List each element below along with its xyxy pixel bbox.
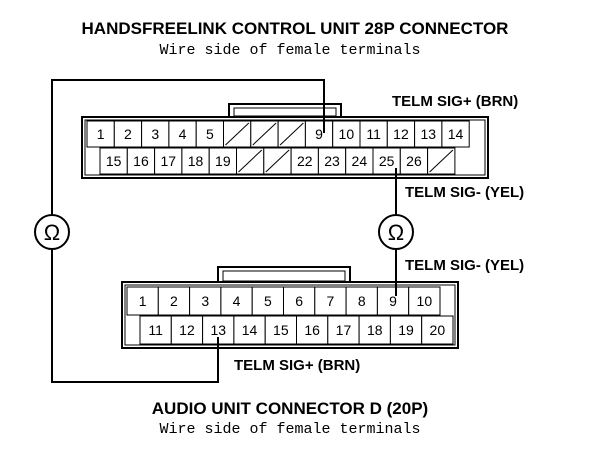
bottom-pin-r2-8-label: 18	[367, 322, 383, 338]
top-pin-r1-3-label: 3	[151, 126, 159, 142]
top-pin-r1-9-label: 9	[315, 126, 323, 142]
top-pin-r2-1-cell	[99, 147, 128, 175]
label-top-sig-plus: TELM SIG+ (BRN)	[392, 93, 518, 110]
top-pin-r2-10-cell	[345, 147, 374, 175]
bottom-pin-r2-5-cell	[264, 315, 298, 345]
top-pin-r2-2-cell	[126, 147, 156, 175]
bottom-pin-r2-6-label: 16	[304, 322, 320, 338]
top-pin-r1-2-label: 2	[124, 126, 132, 142]
top-pin-r2-6-blocked-mark	[238, 149, 263, 173]
top-pin-r2-3-label: 17	[160, 153, 176, 169]
top-pin-r1-6-blocked-mark	[225, 122, 250, 146]
label-top-sig-minus: TELM SIG- (YEL)	[405, 184, 524, 201]
top-pin-r2-9-label: 23	[324, 153, 340, 169]
top-pin-r1-10-cell	[332, 120, 361, 148]
bottom-pin-r1-5-label: 5	[264, 293, 272, 309]
top-pin-r1-12-label: 12	[393, 126, 409, 142]
top-pin-r2-5-label: 19	[215, 153, 231, 169]
label-bottom-sig-plus: TELM SIG+ (BRN)	[234, 357, 360, 374]
top-pin-r1-3-cell	[141, 120, 170, 148]
bottom-pin-r1-6-label: 6	[295, 293, 303, 309]
top-pin-r1-11-label: 11	[366, 126, 381, 142]
bottom-pin-r1-10-cell	[408, 286, 441, 316]
bottom-pin-r1-2-cell	[157, 286, 191, 316]
top-pin-r2-9-cell	[317, 147, 347, 175]
top-connector-title: HANDSFREELINK CONTROL UNIT 28P CONNECTOR	[82, 19, 509, 38]
top-pin-r2-4-label: 18	[188, 153, 204, 169]
top-pin-r1-13-label: 13	[420, 126, 436, 142]
bottom-pin-r2-10-label: 20	[430, 322, 446, 338]
bottom-pin-r1-4-cell	[220, 286, 253, 316]
lead-top-sig-plus	[51, 79, 325, 214]
top-connector-subtitle: Wire side of female terminals	[159, 42, 420, 59]
bottom-pin-r2-1-cell	[139, 315, 172, 345]
bottom-pin-r2-5-label: 15	[273, 322, 289, 338]
bottom-pin-r2-7-label: 17	[336, 322, 352, 338]
bottom-pin-r1-1-label: 1	[139, 293, 147, 309]
bottom-pin-r1-1-cell	[126, 286, 159, 316]
top-pin-r2-11-label: 25	[379, 153, 395, 169]
bottom-pin-r2-4-cell	[233, 315, 266, 345]
bottom-connector-title: AUDIO UNIT CONNECTOR D (20P)	[152, 399, 428, 418]
bottom-pin-r2-7-cell	[327, 315, 360, 345]
bottom-pin-r2-10-cell	[421, 315, 454, 345]
bottom-pin-r1-4-label: 4	[233, 293, 241, 309]
top-pin-r2-12-label: 26	[406, 153, 422, 169]
label-bottom-sig-minus: TELM SIG- (YEL)	[405, 257, 524, 274]
ohm-icon: Ω	[44, 220, 60, 245]
left-ohmmeter-circle	[34, 214, 70, 250]
top-pin-r1-1-label: 1	[97, 126, 105, 142]
bottom-connector-lock-tab-inner	[222, 270, 346, 282]
top-pin-r1-10-label: 10	[339, 126, 355, 142]
top-pin-r1-4-cell	[168, 120, 197, 148]
top-pin-r1-14-label: 14	[448, 126, 464, 142]
bottom-pin-r2-8-cell	[358, 315, 391, 345]
bottom-pin-r1-7-label: 7	[327, 293, 335, 309]
bottom-pin-r1-5-cell	[251, 286, 284, 316]
bottom-pin-r1-2-label: 2	[170, 293, 178, 309]
top-pin-r2-1-label: 15	[106, 153, 122, 169]
bottom-pin-r1-7-cell	[314, 286, 347, 316]
bottom-pin-r2-9-label: 19	[398, 322, 414, 338]
bottom-pin-r2-4-label: 14	[242, 322, 258, 338]
top-pin-r1-9-cell	[304, 120, 334, 148]
top-pin-r1-14-cell	[441, 120, 470, 148]
bottom-pin-r1-8-label: 8	[358, 293, 366, 309]
top-pin-r1-7-blocked-mark	[252, 122, 277, 146]
bottom-pin-r2-6-cell	[296, 315, 329, 345]
top-pin-r2-8-label: 22	[297, 153, 313, 169]
bottom-pin-r2-3-label: 13	[210, 322, 226, 338]
right-ohmmeter-circle	[378, 214, 414, 250]
bottom-pin-r1-10-label: 10	[417, 293, 433, 309]
ohm-icon: Ω	[388, 220, 404, 245]
top-pin-r2-10-label: 24	[352, 153, 368, 169]
top-pin-r2-7-blocked-mark	[265, 149, 290, 173]
top-pin-r1-11-cell	[359, 120, 388, 148]
bottom-pin-r1-3-label: 3	[201, 293, 209, 309]
top-pin-r1-2-cell	[113, 120, 143, 148]
right-ohmmeter: Ω	[378, 214, 414, 250]
bottom-pin-r2-2-label: 12	[179, 322, 195, 338]
bottom-pin-r2-1-label: 11	[148, 322, 163, 338]
top-pin-r1-5-label: 5	[206, 126, 214, 142]
test-leads	[51, 79, 397, 383]
top-pin-r1-8-blocked-mark	[279, 122, 304, 146]
bottom-connector-subtitle: Wire side of female terminals	[159, 421, 420, 438]
bottom-pin-r1-6-cell	[283, 286, 316, 316]
top-pin-r2-2-label: 16	[133, 153, 149, 169]
bottom-pin-r2-2-cell	[170, 315, 204, 345]
left-ohmmeter: Ω	[34, 214, 70, 250]
top-pin-r1-12-cell	[386, 120, 416, 148]
top-connector-lock-tab-inner	[233, 107, 337, 117]
bottom-pin-r1-9-label: 9	[389, 293, 397, 309]
top-pin-r1-1-cell	[86, 120, 115, 148]
top-pin-r1-4-label: 4	[179, 126, 187, 142]
top-pin-r2-13-blocked-mark	[429, 149, 454, 173]
lead-bottom-sig-plus	[51, 250, 219, 383]
top-pin-r2-8-cell	[290, 147, 319, 175]
